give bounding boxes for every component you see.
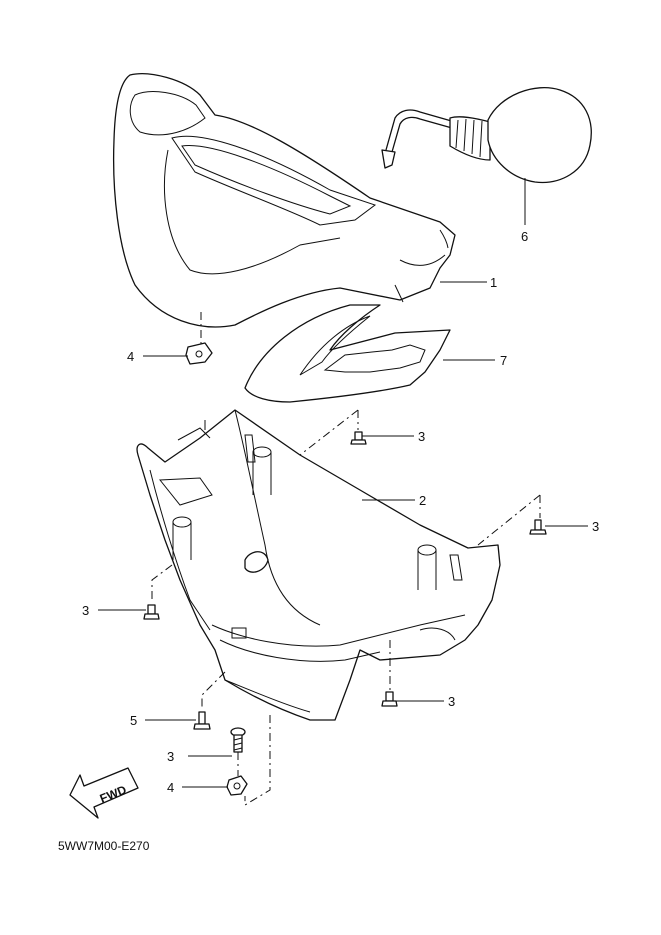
assembly-lines (151, 312, 541, 806)
callout-7: 7 (500, 353, 507, 368)
screw-bottom-center (230, 727, 246, 753)
screw-5 (193, 711, 211, 730)
callout-1: 1 (490, 275, 497, 290)
callout-3-bottom-right: 3 (448, 694, 455, 709)
handlebar-cover-rear (136, 409, 501, 721)
fwd-arrow-icon: FWD (69, 767, 139, 819)
callout-3-bottom-center: 3 (167, 749, 174, 764)
screw-bottom-right (381, 691, 398, 707)
screw-top-center (350, 431, 367, 445)
screw-right (529, 519, 547, 535)
callout-6: 6 (521, 229, 528, 244)
callout-3-left: 3 (82, 603, 89, 618)
callout-4-top: 4 (127, 349, 134, 364)
nut-bottom (226, 775, 248, 796)
callout-leaders (98, 178, 588, 788)
callout-3-top: 3 (418, 429, 425, 444)
callout-5: 5 (130, 713, 137, 728)
nut-top (185, 342, 213, 365)
callout-labels: 1 2 3 3 3 3 3 4 4 5 6 7 (82, 229, 599, 795)
diagram-code: 5WW7M00-E270 (58, 839, 150, 853)
mirror (381, 86, 592, 184)
handlebar-cover-front (113, 73, 456, 328)
callout-2: 2 (419, 493, 426, 508)
emblem (244, 304, 451, 403)
callout-3-right: 3 (592, 519, 599, 534)
callout-4-bottom: 4 (167, 780, 174, 795)
screw-left (143, 604, 160, 620)
